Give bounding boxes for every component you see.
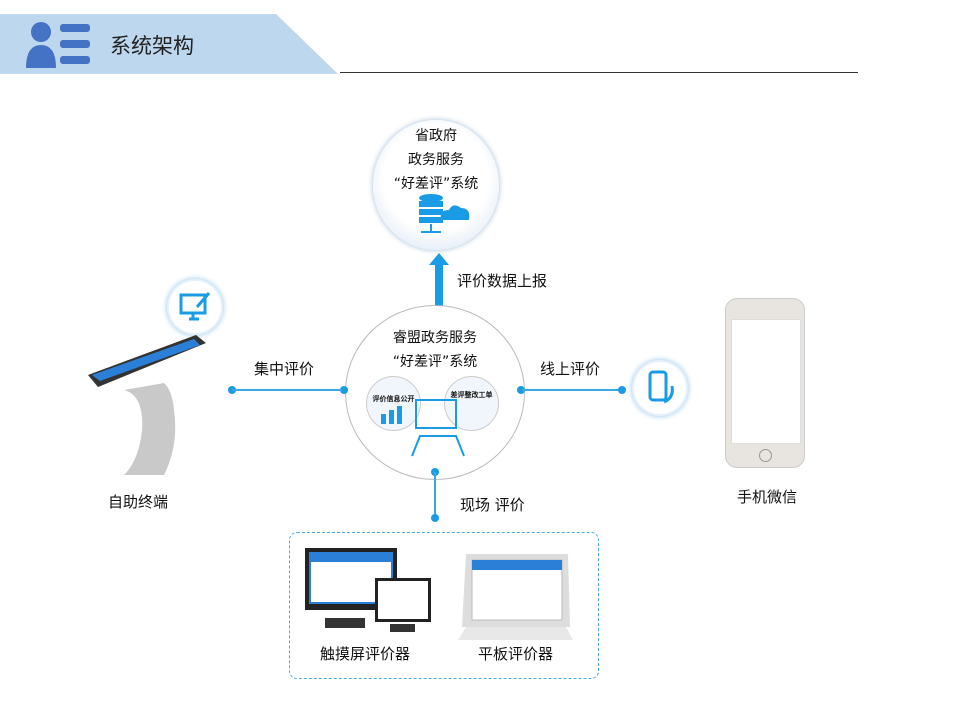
left-link-label: 集中评价 [254,360,315,378]
upload-label: 评价数据上报 [457,272,548,290]
upload-arrow [429,253,449,311]
bar-chart-icon [381,406,402,424]
kiosk-image [88,335,206,475]
connector-dot [517,386,525,394]
node-line: 政务服务 [408,152,464,168]
info-public-badge: 评价信息公开 [366,376,421,431]
onsite-devices-box [289,532,599,679]
badge-label: 评价信息公开 [372,395,415,403]
user-list-icon [26,22,90,68]
center-system-node: 睿盟政务服务 “好差评”系统 评价信息公开 差评整改工单 [345,305,525,480]
left-link-line [232,389,342,391]
badge-label: 差评整改工单 [450,391,493,399]
node-line: 睿盟政务服务 [393,330,477,346]
bottom-link-line [434,472,436,518]
connector-dot [618,386,626,394]
monitor-edit-icon [167,279,223,335]
tablet-label: 平板评价器 [478,645,554,663]
kiosk-label: 自助终端 [108,493,169,511]
node-line: 省政府 [415,128,457,144]
right-link-label: 线上评价 [540,360,601,378]
connector-dot [431,514,439,522]
bottom-link-label: 现场 评价 [460,496,525,514]
cloud-database-icon [419,194,470,233]
node-line: “好差评”系统 [392,354,478,370]
header-band [0,14,338,74]
complaint-order-badge: 差评整改工单 [444,376,499,431]
tablet-device-image [458,554,573,640]
touchscreen-device-image [305,548,431,632]
divider [340,72,858,73]
workstation-icon [411,399,465,457]
page-title: 系统架构 [110,34,194,58]
phone-label: 手机微信 [737,488,798,506]
phone-image [725,298,805,468]
right-link-line [522,389,622,391]
node-line: “好差评”系统 [393,176,479,192]
touchscreen-label: 触摸屏评价器 [320,645,411,663]
connector-dot [340,386,348,394]
hand-phone-icon [632,360,688,416]
provincial-system-node: 省政府政务服务 “好差评”系统 [373,120,499,250]
